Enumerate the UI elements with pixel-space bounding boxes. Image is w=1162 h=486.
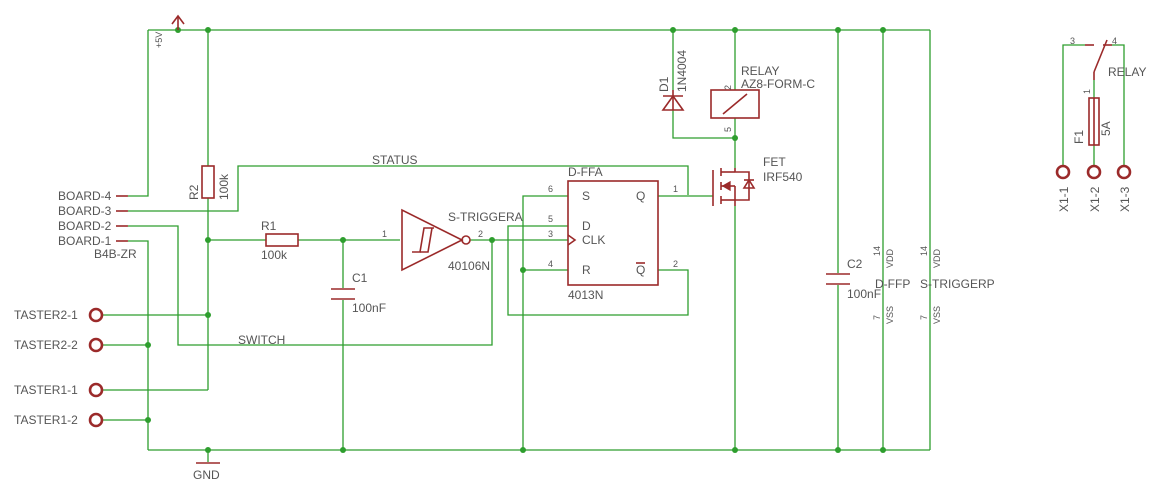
trigger-pin-in: 1 [382,229,387,239]
c1-name: C1 [352,271,368,285]
ff-name: D-FFA [568,165,603,179]
x1-1-label: X1-1 [1057,186,1071,212]
ff-pin-s: 6 [548,184,553,194]
x1-2-label: X1-2 [1088,186,1102,212]
ff-pin-clk: 3 [548,229,553,239]
ffp-vdd: VDD [885,248,895,268]
trigger-name: S-TRIGGERA [448,210,523,224]
ffp-name: D-FFP [875,277,910,291]
d-flipflop: D-FFA 4013N S D CLK R Q Q 6 5 3 4 1 2 [548,165,678,302]
capacitor-c2: C2 100nF [826,257,881,301]
relay-pin-bottom: 5 [723,127,733,132]
resistor-r2: R2 100k [187,165,231,200]
status-net-label: STATUS [372,153,418,167]
taster1-1-label: TASTER1-1 [14,383,78,397]
supply-symbol: +5V [154,14,185,48]
c1-value: 100nF [352,301,386,315]
taster-pads: TASTER2-1 TASTER2-2 TASTER1-1 TASTER1-2 [14,307,104,428]
d1-name: D1 [657,76,671,92]
contact-pin3: 3 [1070,36,1075,46]
resistor-r1: R1 100k [261,219,299,262]
ff-pin-d: 5 [548,214,553,224]
ground-label: GND [193,468,220,482]
contact-pin4: 4 [1112,36,1117,46]
r2-name: R2 [187,184,201,200]
ff-pin-q: 1 [673,184,678,194]
relay-pin-top: 2 [723,85,733,90]
r2-value: 100k [217,173,231,200]
output-pads: X1-1 X1-2 X1-3 [1055,164,1132,212]
relay-coil: RELAY AZ8-FORM-C 2 5 [710,64,815,132]
ff-qn: Q [636,263,645,277]
ground-symbol: GND [193,462,220,482]
trigp-pin-vdd: 14 [919,246,929,256]
ff-pin-r: 4 [548,259,553,269]
connector-name: B4B-ZR [94,247,137,261]
r1-value: 100k [261,248,288,262]
board-2-label: BOARD-2 [58,219,112,233]
trigp-vdd: VDD [932,248,942,268]
fuse-f1: F1 5A [1072,97,1113,146]
r1-name: R1 [261,219,277,233]
ffp-pin-vdd: 14 [872,246,882,256]
junctions [145,27,886,453]
fet-part: IRF540 [763,170,803,184]
ff-clk: CLK [582,233,605,247]
taster1-2-label: TASTER1-2 [14,413,78,427]
switch-net-label: SWITCH [238,333,285,347]
ff-r: R [582,263,591,277]
ff-pin-qn: 2 [673,259,678,269]
board-4-label: BOARD-4 [58,189,112,203]
trigger-part: 40106N [448,259,490,273]
taster2-1-label: TASTER2-1 [14,308,78,322]
power-units: 14 VDD D-FFP 7 VSS 14 VDD S-TRIGGERP 7 V… [872,246,995,324]
c2-value: 100nF [847,287,881,301]
wires [103,29,1125,462]
c2-name: C2 [847,257,863,271]
ffp-vss: VSS [885,306,895,324]
taster2-2-label: TASTER2-2 [14,338,78,352]
connector-b4b-zr: BOARD-4 BOARD-3 BOARD-2 BOARD-1 B4B-ZR [58,189,137,261]
trigger-pin-out: 2 [478,229,483,239]
trigp-vss: VSS [932,306,942,324]
fet-name: FET [763,155,786,169]
x1-3-label: X1-3 [1118,186,1132,212]
board-1-label: BOARD-1 [58,234,112,248]
schmitt-trigger: 1 2 S-TRIGGERA 40106N [382,208,523,273]
relay-name: RELAY [741,64,779,78]
ff-s: S [582,189,590,203]
ff-q: Q [636,189,645,203]
trigp-pin-vss: 7 [919,315,929,320]
mosfet-irf540: FET IRF540 [712,155,803,206]
trigp-name: S-TRIGGERP [920,277,995,291]
relay-part: AZ8-FORM-C [741,77,815,91]
board-3-label: BOARD-3 [58,204,112,218]
relay-contact: 3 4 1 RELAY [1070,36,1146,94]
ff-d: D [582,219,591,233]
fuse-name: F1 [1072,130,1086,144]
ffp-pin-vss: 7 [872,315,882,320]
capacitor-c1: C1 100nF [331,271,386,315]
d1-part: 1N4004 [675,50,689,92]
diode-d1: D1 1N4004 [657,50,689,111]
supply-label: +5V [154,32,164,48]
contact-name: RELAY [1108,65,1146,79]
ff-part: 4013N [568,288,603,302]
fuse-value: 5A [1099,121,1113,136]
contact-pin1: 1 [1082,89,1092,94]
